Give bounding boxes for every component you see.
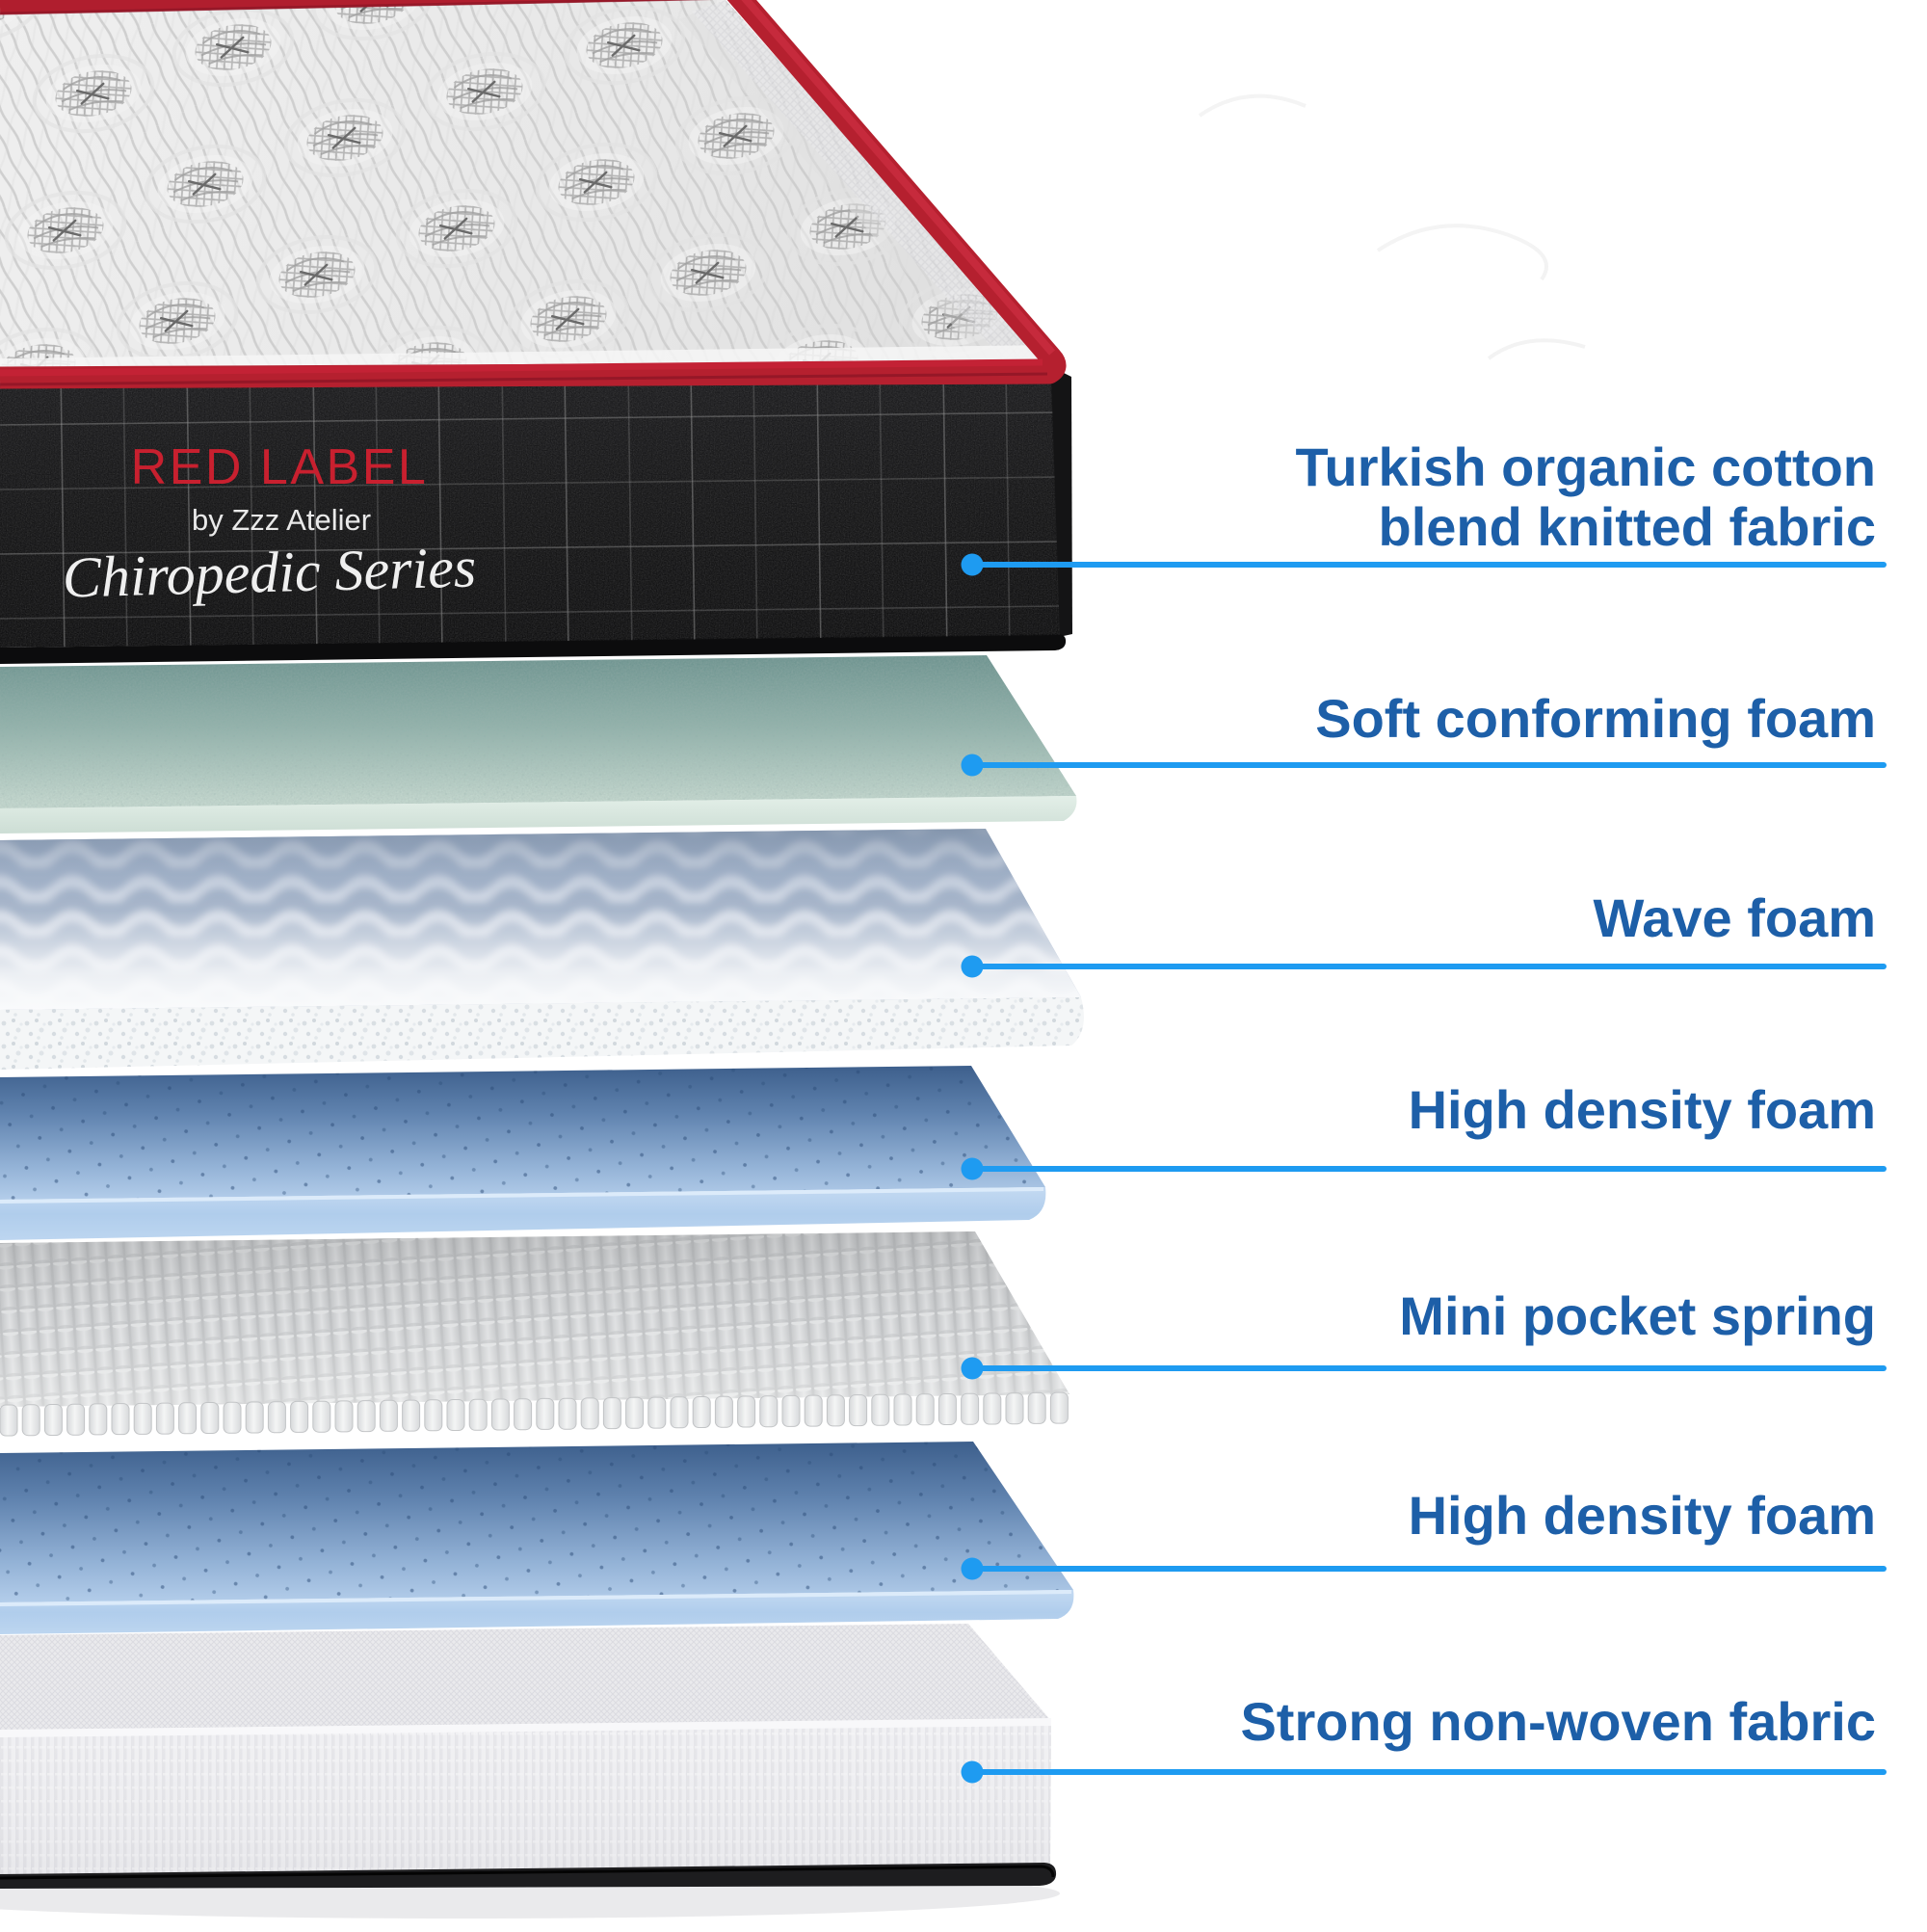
svg-text:Turkish organic cotton: Turkish organic cotton bbox=[1295, 437, 1876, 497]
svg-text:Soft conforming foam: Soft conforming foam bbox=[1315, 688, 1876, 749]
svg-text:by Zzz Atelier: by Zzz Atelier bbox=[192, 503, 371, 537]
svg-text:Strong non-woven fabric: Strong non-woven fabric bbox=[1240, 1691, 1876, 1752]
svg-text:RED LABEL: RED LABEL bbox=[131, 439, 429, 495]
svg-text:Mini pocket spring: Mini pocket spring bbox=[1399, 1285, 1876, 1346]
svg-text:Chiropedic Series: Chiropedic Series bbox=[62, 535, 477, 609]
svg-text:High density foam: High density foam bbox=[1409, 1485, 1876, 1546]
svg-text:High density foam: High density foam bbox=[1409, 1079, 1876, 1140]
svg-text:blend knitted fabric: blend knitted fabric bbox=[1379, 496, 1877, 557]
svg-text:Wave foam: Wave foam bbox=[1593, 887, 1876, 948]
